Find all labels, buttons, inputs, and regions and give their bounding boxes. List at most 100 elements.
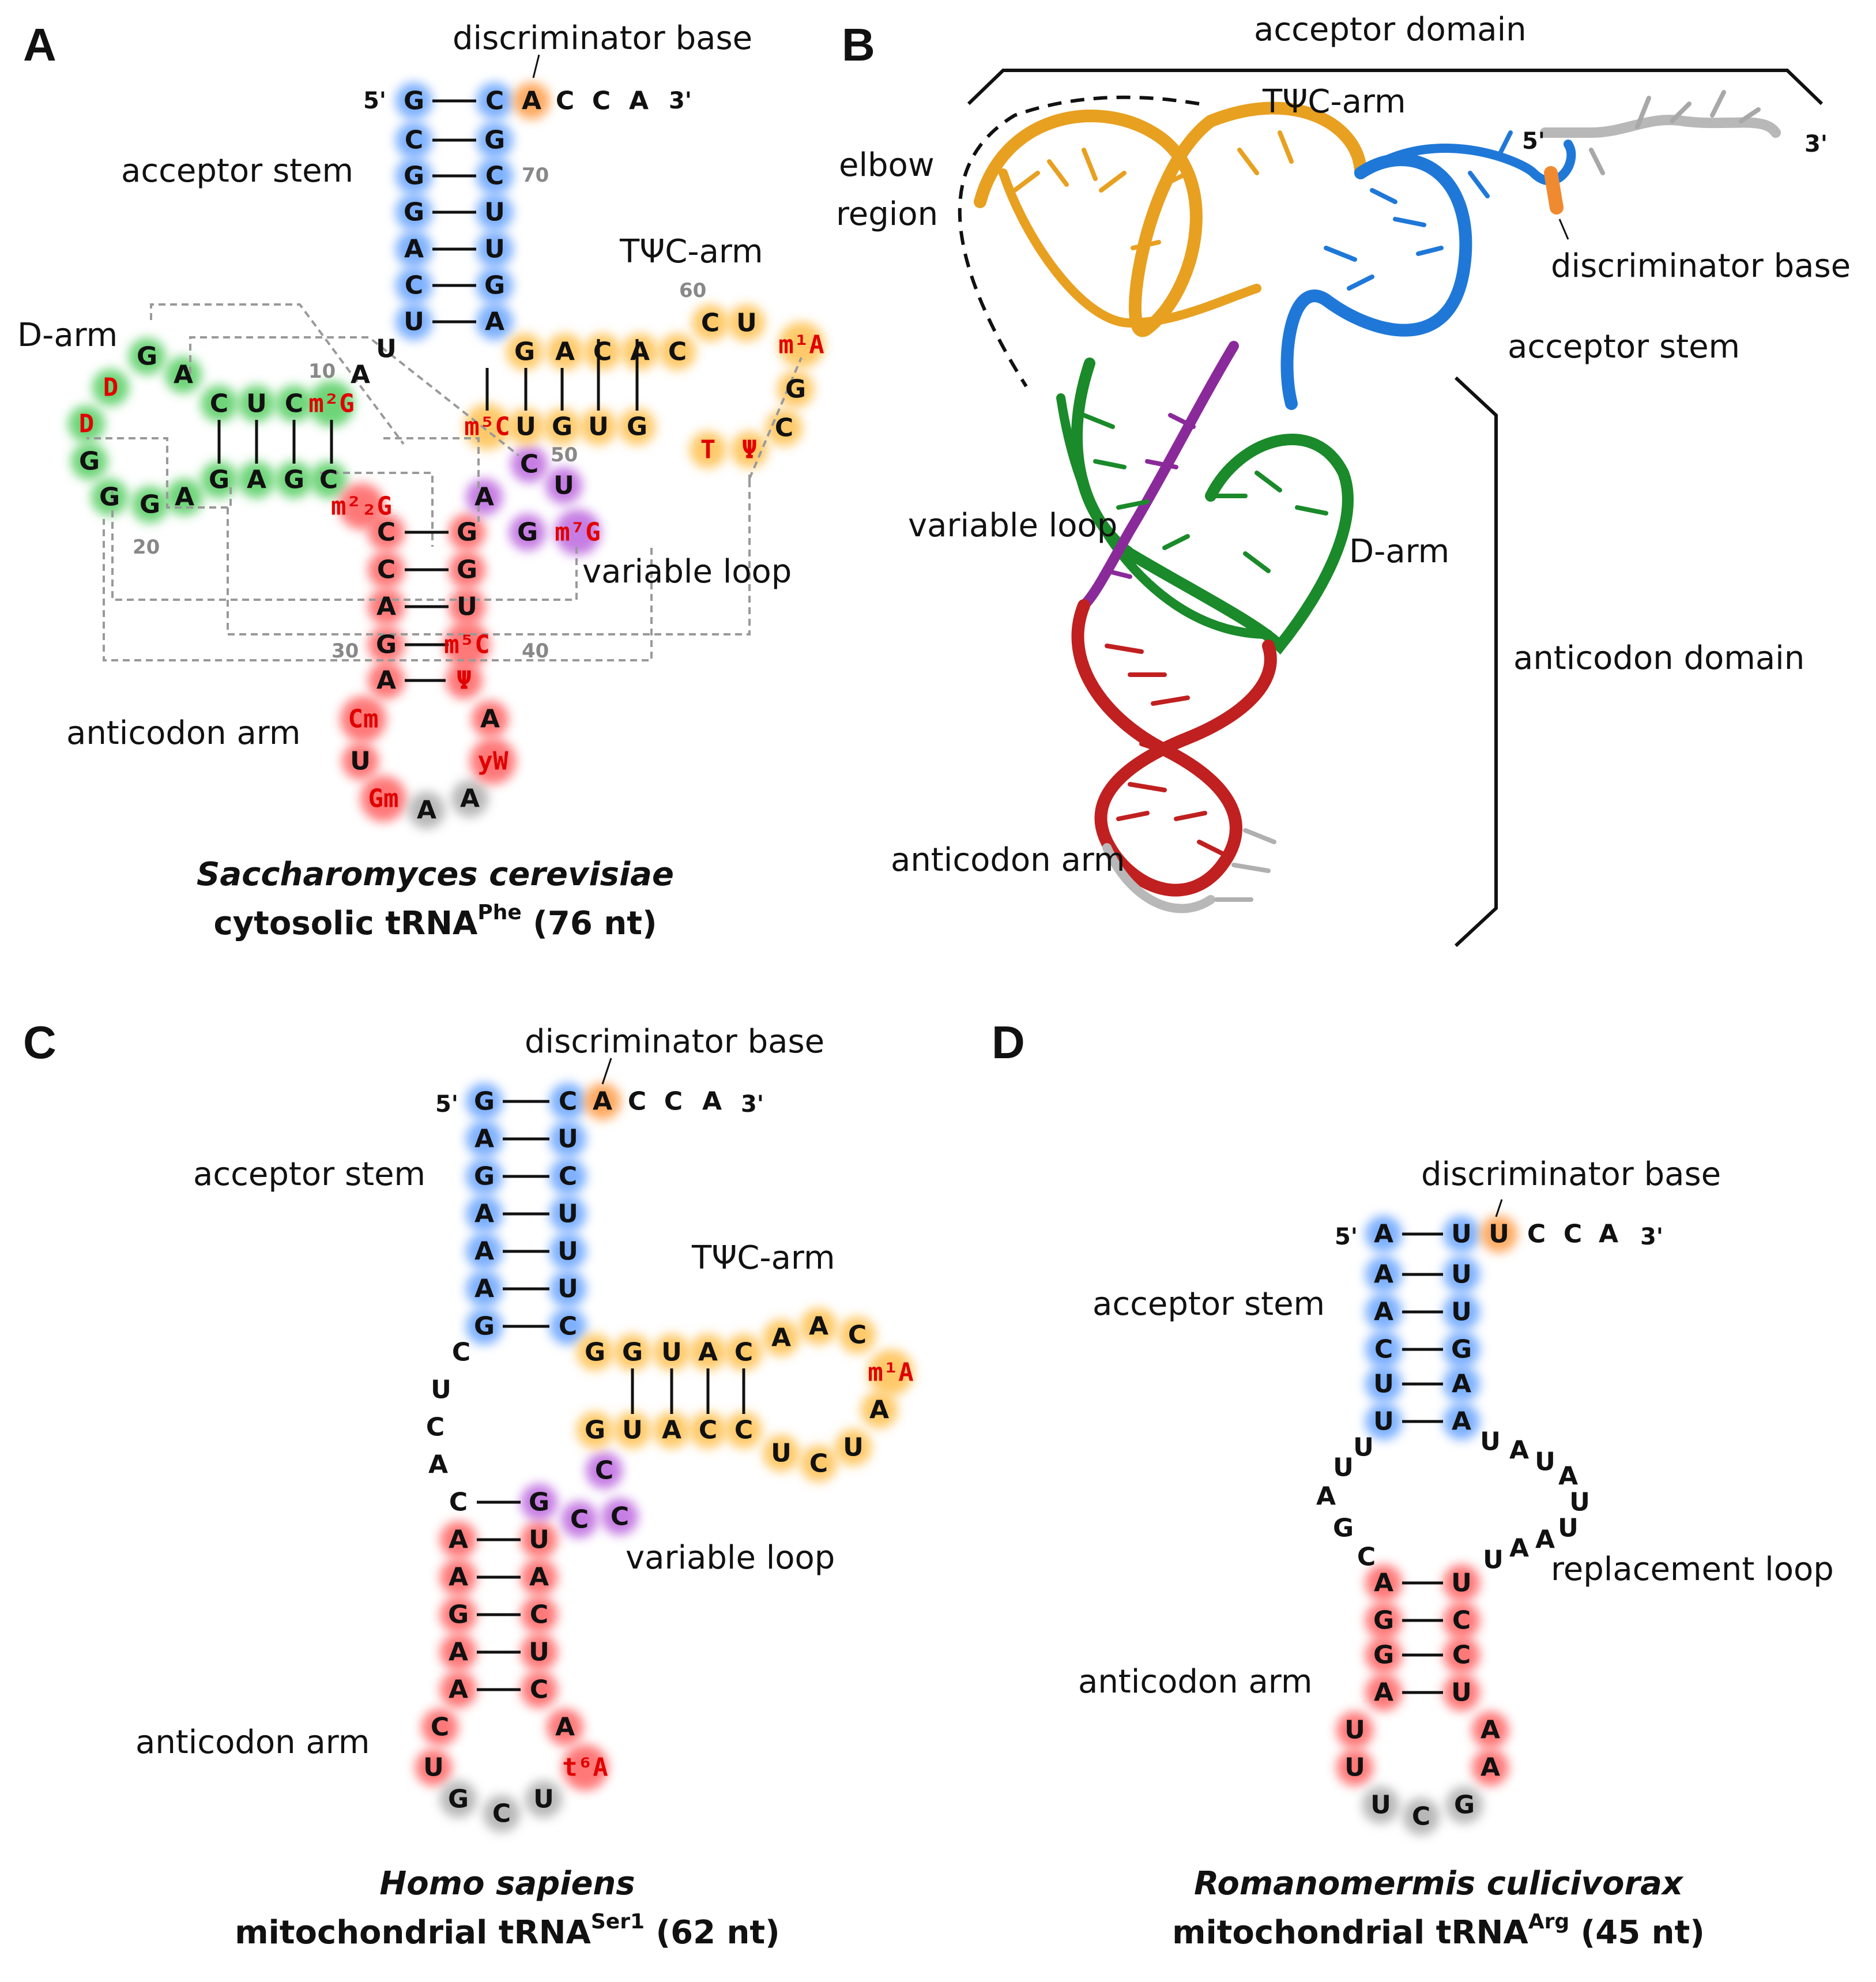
- nucleotide: A: [1509, 1534, 1529, 1563]
- nucleotide: A: [1481, 1753, 1500, 1782]
- region-glow: [614, 1334, 651, 1371]
- region-glow: [1336, 1712, 1373, 1748]
- tertiary-interaction-line: [383, 437, 480, 522]
- caption-molecule: mitochondrial tRNAArg (45 nt): [1172, 1910, 1705, 1951]
- region-glow: [1443, 1293, 1480, 1330]
- region-glow: [1472, 1712, 1509, 1748]
- region-glow: [449, 514, 485, 551]
- region-glow: [165, 356, 202, 393]
- cca-tail-bases: [1589, 90, 1761, 175]
- label-variable-loop: variable loop: [626, 1539, 835, 1577]
- region-glow: [476, 194, 513, 231]
- nucleotide: U: [1353, 1433, 1374, 1462]
- nucleotide: U: [661, 1338, 682, 1367]
- nucleotide: C: [668, 337, 687, 367]
- anticodon-domain-bracket: [1454, 376, 1498, 947]
- d-arm-strand: [1056, 393, 1273, 639]
- region-glow: [415, 1749, 452, 1786]
- caption-species: Homo sapiens: [379, 1865, 635, 1902]
- ribbon-model: [974, 101, 1781, 913]
- nucleotide: A: [1509, 1436, 1529, 1465]
- nucleotide: A: [702, 1087, 722, 1116]
- nucleotide: A: [175, 483, 194, 512]
- nucleotide: C: [210, 389, 228, 419]
- caption-suffix: (45 nt): [1569, 1914, 1705, 1951]
- panel-label-c: C: [23, 1017, 56, 1068]
- region-glow: [521, 1671, 557, 1708]
- region-glow: [201, 461, 238, 498]
- acceptor-stem-strand: [1368, 140, 1576, 186]
- region-glow: [1365, 1403, 1402, 1440]
- five-prime-end-3d: 5': [1522, 128, 1545, 155]
- nucleotide: A: [485, 307, 504, 337]
- region-glow: [1446, 1787, 1483, 1823]
- region-glow: [476, 267, 513, 304]
- region-glow: [338, 483, 385, 529]
- nucleotide: A: [449, 1638, 468, 1667]
- panel-label-b: B: [842, 19, 875, 70]
- nucleotide: A: [376, 666, 396, 695]
- region-glow: [544, 408, 581, 445]
- nucleotide: C: [405, 271, 423, 300]
- label-acceptor-stem: acceptor stem: [121, 152, 353, 190]
- modified-nucleotide: D: [79, 409, 95, 439]
- nucleotide: G: [474, 1312, 495, 1341]
- region-glow: [562, 1744, 608, 1791]
- region-glow: [1443, 1637, 1480, 1673]
- modified-nucleotide: m⁵C: [444, 630, 489, 660]
- region-glow: [763, 1435, 800, 1472]
- nucleotide: C: [426, 1413, 444, 1442]
- d-arm-bases: [1082, 413, 1328, 573]
- region-glow: [440, 1521, 477, 1558]
- nucleotide: G: [585, 1416, 605, 1445]
- nucleotide: G: [140, 490, 160, 520]
- region-glow: [476, 303, 513, 340]
- position-number: 70: [522, 164, 549, 187]
- discriminator-base-ribbon: [1544, 166, 1564, 215]
- region-glow: [421, 1709, 458, 1746]
- nucleotide: G: [529, 1488, 549, 1517]
- nucleotide: G: [627, 412, 647, 442]
- nucleotide: A: [662, 1416, 681, 1445]
- region-glow: [545, 467, 582, 504]
- region-glow: [1365, 1216, 1402, 1253]
- nucleotide: C: [319, 465, 338, 495]
- nucleotide: C: [520, 450, 538, 479]
- acceptor-domain-bracket: [967, 69, 1824, 106]
- nucleotide: G: [1454, 1791, 1475, 1820]
- nucleotide: G: [552, 412, 572, 442]
- caption-prefix: mitochondrial tRNA: [235, 1914, 591, 1951]
- region-glow: [621, 333, 658, 370]
- nucleotide: G: [99, 483, 120, 512]
- nucleotide: A: [630, 337, 650, 367]
- panel-d-base-pairs: [1402, 1232, 1443, 1694]
- label-d-arm-3d: D-arm: [1349, 533, 1449, 570]
- nucleotide: A: [474, 1124, 494, 1154]
- nucleotide: U: [557, 1124, 578, 1154]
- nucleotide: A: [1452, 1370, 1471, 1399]
- nucleotide: U: [1480, 1427, 1501, 1457]
- nucleotide: C: [592, 86, 611, 116]
- region-glow: [238, 385, 275, 422]
- nucleotide: U: [529, 1638, 549, 1667]
- nucleotide: C: [611, 1502, 629, 1532]
- panel-d-glow-layer: [1336, 1216, 1517, 1835]
- nucleotide: G: [622, 1338, 643, 1367]
- nucleotide: G: [376, 630, 397, 660]
- region-glow: [868, 1349, 914, 1396]
- nucleotide: C: [699, 1416, 717, 1445]
- nucleotide: U: [1489, 1220, 1509, 1249]
- modified-nucleotide: D: [103, 373, 119, 403]
- anticodon-loop-backbone: [1102, 843, 1215, 913]
- region-glow: [68, 405, 105, 442]
- region-glow: [342, 743, 379, 780]
- nucleotide: C: [1452, 1641, 1471, 1670]
- region-glow: [395, 194, 432, 231]
- nucleotide: A: [771, 1323, 791, 1353]
- label-elbow: elbow: [839, 146, 935, 184]
- nucleotide: G: [474, 1087, 495, 1116]
- region-glow: [1443, 1602, 1480, 1639]
- region-glow: [549, 1270, 586, 1307]
